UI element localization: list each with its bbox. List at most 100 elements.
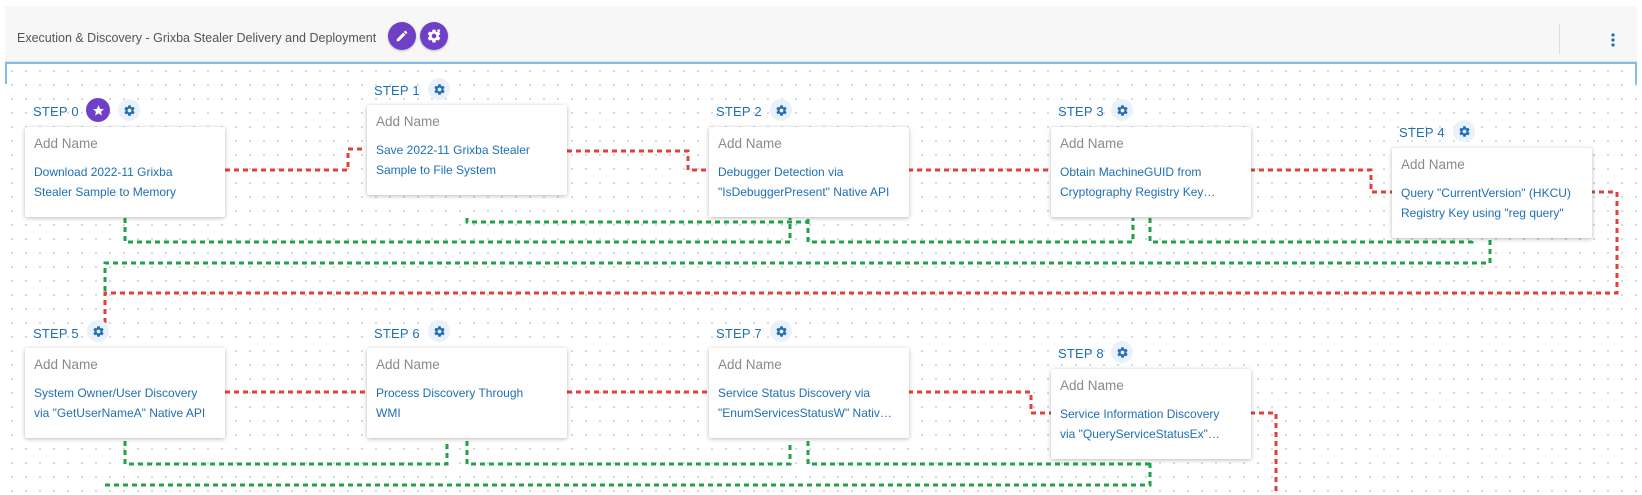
star-icon xyxy=(92,104,104,115)
step-4-desc-line-1: Query "CurrentVersion" (HKCU) xyxy=(1401,186,1571,200)
link-step1-step2 xyxy=(567,149,709,172)
gear-icon xyxy=(123,104,135,116)
step-6-description[interactable]: Process Discovery Through WMI xyxy=(376,383,561,423)
step-5-name-input[interactable]: Add Name xyxy=(34,357,98,372)
step-3-desc-line-1: Obtain MachineGUID from xyxy=(1060,165,1202,179)
canvas-edge-left xyxy=(5,62,7,84)
gear-icon xyxy=(1116,346,1128,358)
step-6-label: STEP 6 xyxy=(374,326,420,341)
step-5-description[interactable]: System Owner/User Discovery via "GetUser… xyxy=(34,383,219,423)
step-3-description[interactable]: Obtain MachineGUID from Cryptography Reg… xyxy=(1060,162,1245,202)
start-step-button[interactable] xyxy=(86,98,110,122)
page-title: Execution & Discovery - Grixba Stealer D… xyxy=(17,31,377,45)
step-7-label: STEP 7 xyxy=(716,326,762,341)
step-4-name-input[interactable]: Add Name xyxy=(1401,157,1465,172)
step-1-label: STEP 1 xyxy=(374,83,420,98)
gear-icon xyxy=(433,325,445,337)
link-step3-step4 xyxy=(1250,168,1392,194)
sync-bar-row1-e xyxy=(103,240,1492,293)
kebab-menu-button[interactable] xyxy=(1603,30,1623,50)
step-1-desc-line-2: Sample to File System xyxy=(376,163,497,177)
kebab-menu-icon xyxy=(1611,33,1615,47)
link-step7-step8 xyxy=(908,390,1051,415)
step-1-settings-button[interactable] xyxy=(428,78,450,100)
step-5-label: STEP 5 xyxy=(33,326,79,341)
step-0-label: STEP 0 xyxy=(33,104,79,119)
step-8-desc-line-2: via "QueryServiceStatusEx"… xyxy=(1060,427,1220,441)
step-1-name-input[interactable]: Add Name xyxy=(376,114,440,129)
gear-icon xyxy=(92,325,104,337)
step-6-settings-button[interactable] xyxy=(428,320,450,342)
step-0-settings-button[interactable] xyxy=(118,99,140,121)
step-7-card[interactable]: Add Name Service Status Discovery via "E… xyxy=(709,348,909,438)
step-4-settings-button[interactable] xyxy=(1453,120,1475,142)
step-7-settings-button[interactable] xyxy=(770,320,792,342)
step-2-label: STEP 2 xyxy=(716,104,762,119)
sync-bar-row1-a xyxy=(123,218,792,244)
step-6-desc-line-2: WMI xyxy=(376,406,401,420)
step-5-settings-button[interactable] xyxy=(87,320,109,342)
step-8-card[interactable]: Add Name Service Information Discovery v… xyxy=(1051,369,1251,459)
step-7-desc-line-1: Service Status Discovery via xyxy=(718,386,871,400)
step-7-desc-line-2: "EnumServicesStatusW" Nativ… xyxy=(718,406,892,420)
step-6-desc-line-1: Process Discovery Through xyxy=(376,386,524,400)
step-1-desc-line-1: Save 2022-11 Grixba Stealer xyxy=(376,143,530,157)
step-2-description[interactable]: Debugger Detection via "IsDebuggerPresen… xyxy=(718,162,903,202)
step-0-card[interactable]: Add Name Download 2022-11 Grixba Stealer… xyxy=(25,127,225,217)
gear-icon xyxy=(433,83,445,95)
sync-bar-row2-b xyxy=(465,441,792,466)
step-2-card[interactable]: Add Name Debugger Detection via "IsDebug… xyxy=(709,127,909,217)
sequence-links xyxy=(103,147,1619,493)
header-bar: Execution & Discovery - Grixba Stealer D… xyxy=(5,6,1637,62)
step-2-name-input[interactable]: Add Name xyxy=(718,136,782,151)
step-5-desc-line-2: via "GetUserNameA" Native API xyxy=(34,406,206,420)
step-0-name-input[interactable]: Add Name xyxy=(34,136,98,151)
step-8-label: STEP 8 xyxy=(1058,346,1104,361)
step-2-settings-button[interactable] xyxy=(770,99,792,121)
step-3-card[interactable]: Add Name Obtain MachineGUID from Cryptog… xyxy=(1051,127,1251,217)
link-step8-next xyxy=(1250,411,1278,493)
step-1-card[interactable]: Add Name Save 2022-11 Grixba Stealer Sam… xyxy=(367,105,567,195)
gear-icon xyxy=(1458,125,1470,137)
step-6-card[interactable]: Add Name Process Discovery Through WMI xyxy=(367,348,567,438)
step-5-desc-line-1: System Owner/User Discovery xyxy=(34,386,198,400)
gear-icon xyxy=(1116,104,1128,116)
sync-bar-row1-d xyxy=(1148,218,1474,244)
sync-bar-row2-a xyxy=(123,441,449,466)
step-7-name-input[interactable]: Add Name xyxy=(718,357,782,372)
step-5-card[interactable]: Add Name System Owner/User Discovery via… xyxy=(25,348,225,438)
step-8-desc-line-1: Service Information Discovery xyxy=(1060,407,1220,421)
step-8-description[interactable]: Service Information Discovery via "Query… xyxy=(1060,404,1245,444)
step-4-label: STEP 4 xyxy=(1399,125,1445,140)
step-3-name-input[interactable]: Add Name xyxy=(1060,136,1124,151)
step-1-description[interactable]: Save 2022-11 Grixba Stealer Sample to Fi… xyxy=(376,140,561,180)
step-3-desc-line-2: Cryptography Registry Key… xyxy=(1060,185,1216,199)
header-divider xyxy=(1559,24,1560,54)
step-4-desc-line-2: Registry Key using "reg query" xyxy=(1401,206,1564,220)
sync-bar-row2-d xyxy=(105,461,1152,487)
parallel-links xyxy=(103,218,1492,487)
gear-sparkle-icon xyxy=(427,29,441,43)
step-2-desc-line-2: "IsDebuggerPresent" Native API xyxy=(718,185,890,199)
step-6-name-input[interactable]: Add Name xyxy=(376,357,440,372)
step-8-name-input[interactable]: Add Name xyxy=(1060,378,1124,393)
sync-bar-row2-c xyxy=(806,441,1152,466)
step-3-settings-button[interactable] xyxy=(1111,99,1133,121)
step-0-description[interactable]: Download 2022-11 Grixba Stealer Sample t… xyxy=(34,162,219,202)
settings-button[interactable] xyxy=(420,22,448,50)
step-7-description[interactable]: Service Status Discovery via "EnumServic… xyxy=(718,383,903,423)
gear-icon xyxy=(775,325,787,337)
link-step4-step5 xyxy=(103,190,1619,328)
step-8-settings-button[interactable] xyxy=(1111,341,1133,363)
step-4-description[interactable]: Query "CurrentVersion" (HKCU) Registry K… xyxy=(1401,183,1586,223)
step-2-desc-line-1: Debugger Detection via xyxy=(718,165,844,179)
edit-button[interactable] xyxy=(388,22,416,50)
pencil-icon xyxy=(396,30,408,42)
step-4-card[interactable]: Add Name Query "CurrentVersion" (HKCU) R… xyxy=(1392,148,1592,238)
step-3-label: STEP 3 xyxy=(1058,104,1104,119)
sync-bar-row1-b xyxy=(465,218,1135,244)
gear-icon xyxy=(775,104,787,116)
step-0-desc-line-1: Download 2022-11 Grixba xyxy=(34,165,173,179)
canvas-edge-right xyxy=(1635,62,1637,84)
